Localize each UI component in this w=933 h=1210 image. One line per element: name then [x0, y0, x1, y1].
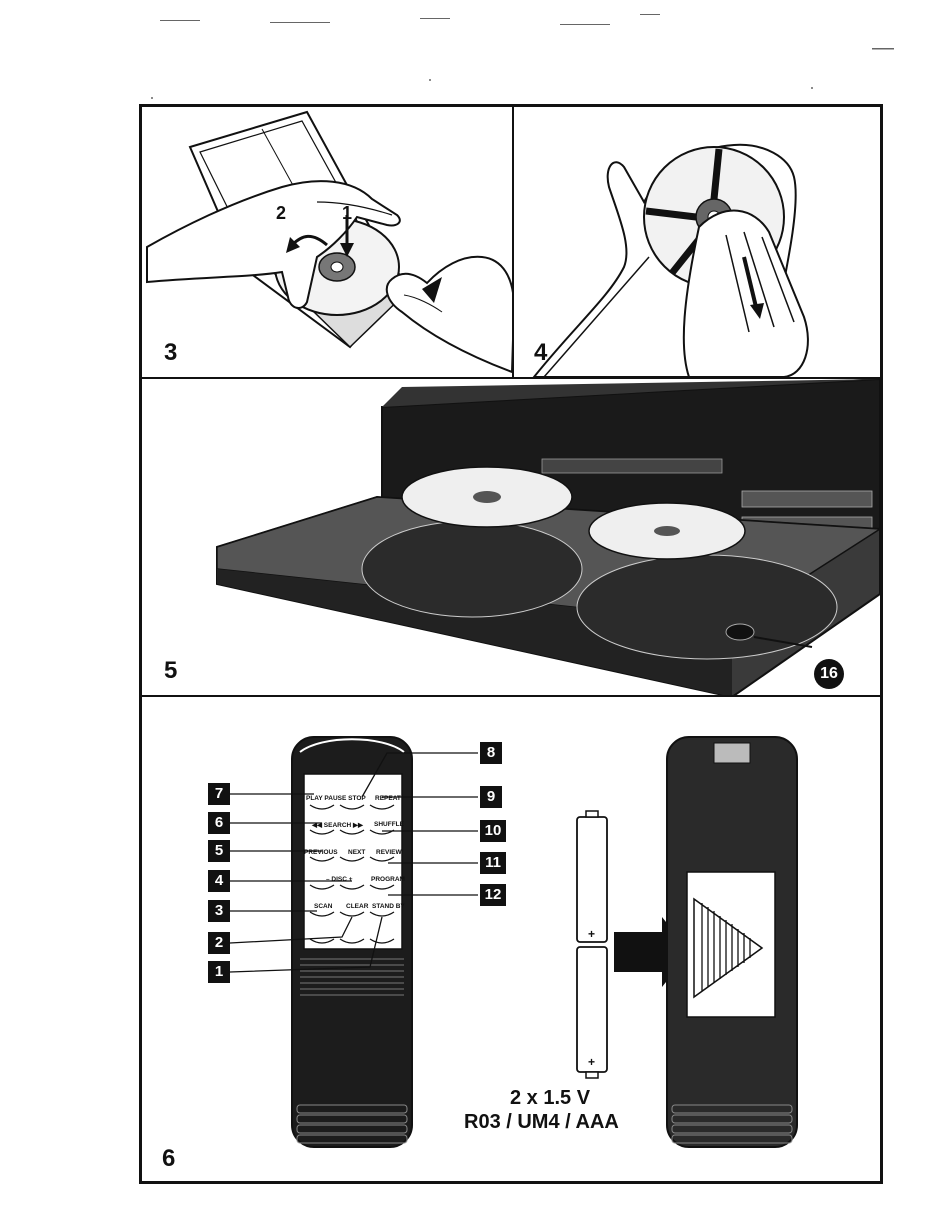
callout-10: 10: [480, 820, 506, 842]
illustration-remove-disc: [146, 110, 512, 374]
callout-1: 1: [208, 961, 230, 983]
panel-number-6: 6: [162, 1145, 176, 1172]
callout-7: 7: [208, 783, 230, 805]
illustration-remote-and-batteries: [229, 736, 798, 1148]
panel-number-3: 3: [164, 339, 178, 366]
illustration-clean-disc: [532, 143, 809, 377]
step-label-2: 2: [276, 203, 287, 223]
remote-label-review: REVIEW: [376, 849, 402, 856]
battery-plus-top: +: [588, 927, 596, 941]
callout-4: 4: [208, 870, 230, 892]
remote-label-scan: SCAN: [314, 903, 333, 910]
callout-16: 16: [814, 659, 844, 689]
callout-5: 5: [208, 840, 230, 862]
remote-label-play-pause-stop: PLAY PAUSE STOP: [306, 795, 366, 802]
callout-9: 9: [480, 786, 502, 808]
remote-label-next: NEXT: [348, 849, 366, 856]
panel-5-cd-changer-tray: 16 5: [142, 379, 880, 697]
illustration-cd-changer: [216, 379, 880, 695]
remote-label-shuffle: SHUFFLE: [374, 821, 404, 828]
callout-8: 8: [480, 742, 502, 764]
panel-number-5: 5: [164, 657, 178, 684]
step-label-1: 1: [342, 203, 353, 223]
callout-12: 12: [480, 884, 506, 906]
remote-label-standby: STAND BY: [372, 903, 405, 910]
callout-6: 6: [208, 812, 230, 834]
remote-label-program: PROGRAM: [371, 876, 405, 883]
battery-spec-type: R03 / UM4 / AAA: [464, 1111, 619, 1133]
callout-2: 2: [208, 932, 230, 954]
battery-spec-voltage: 2 x 1.5 V: [510, 1087, 591, 1109]
panel-4-clean-disc: 4: [514, 107, 880, 379]
panel-6-remote-control: PLAY PAUSE STOP REPEAT ◀◀ SEARCH ▶▶ SHUF…: [142, 697, 880, 1181]
remote-label-search: ◀◀ SEARCH ▶▶: [312, 822, 364, 829]
scan-noise: [151, 14, 894, 99]
callout-3: 3: [208, 900, 230, 922]
figure-frame: 2 1 3 4: [139, 104, 883, 1184]
remote-label-clear: CLEAR: [346, 903, 369, 910]
remote-label-disc: – DISC +: [326, 876, 353, 883]
battery-plus-bottom: +: [588, 1055, 596, 1069]
callout-11: 11: [480, 852, 506, 874]
remote-label-repeat: REPEAT: [375, 795, 401, 802]
panel-3-remove-disc-from-case: 2 1 3: [142, 107, 514, 379]
remote-label-previous: PREVIOUS: [304, 849, 338, 856]
panel-number-4: 4: [534, 339, 548, 366]
